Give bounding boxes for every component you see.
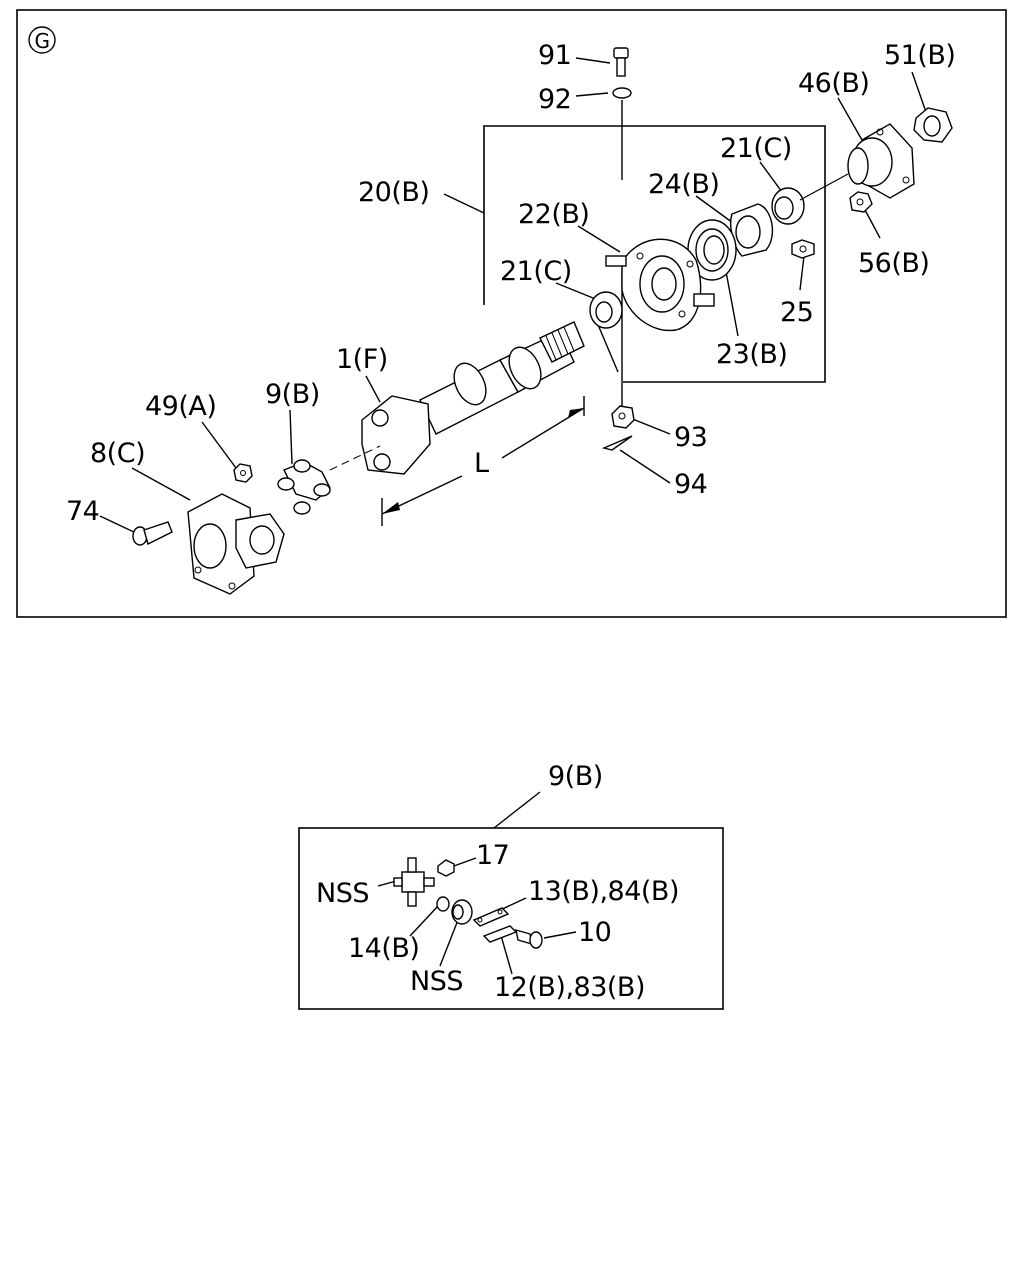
nut-56b [849,191,873,213]
label-94: 94 [674,469,707,500]
detail-bolt-10 [515,929,543,949]
detail-label-13b-84b: 13(B),84(B) [528,876,679,907]
leader-lines [99,57,927,534]
label-22b: 22(B) [518,199,589,230]
seal-21c-mid [589,291,623,329]
label-46b: 46(B) [798,68,869,99]
label-24b: 24(B) [648,169,719,200]
bearing-housing-22b [605,238,715,332]
label-8c: 8(C) [90,438,145,469]
label-21c-mid: 21(C) [500,256,572,287]
flange-yoke-8c [187,493,285,595]
companion-flange-46b [847,123,915,199]
label-91: 91 [538,40,571,71]
detail-spider-cross [393,857,435,907]
detail-label-14b: 14(B) [348,933,419,964]
dimension-L [381,396,585,526]
detail-label-17: 17 [476,840,509,871]
label-51b: 51(B) [884,40,955,71]
detail-grease-fitting-17 [437,859,455,877]
propeller-shaft-1f [361,321,585,475]
label-20b: 20(B) [358,177,429,208]
label-21c-top: 21(C) [720,133,792,164]
detail-bearing-cap [451,899,473,925]
seal-21c-top [771,187,805,225]
label-23b: 23(B) [716,339,787,370]
detail-seal-14b [436,896,450,912]
detail-frame [298,827,724,1010]
label-74: 74 [66,496,99,527]
axis-dashed [329,445,381,471]
nut-49a [233,463,253,483]
detail-lock-plate-13b [472,907,510,927]
detail-title: 9(B) [548,761,603,792]
svg-text:G: G [35,29,50,53]
bolt-74 [132,521,173,546]
main-diagram-frame [16,9,1007,618]
universal-joint-9b [277,459,331,515]
detail-title-leader [493,791,541,829]
nut-51b [913,107,953,143]
label-56b: 56(B) [858,248,929,279]
bearing-23b [687,219,737,281]
label-9b: 9(B) [265,379,320,410]
detail-label-nss-cross: NSS [316,878,369,909]
label-length-L: L [474,448,489,479]
center-bearing-group-frame [483,125,826,383]
detail-label-nss-cap: NSS [410,966,463,997]
cotter-pin-94 [601,435,633,451]
section-marker: G [28,26,56,54]
washer-92 [612,87,632,99]
label-25: 25 [780,297,813,328]
grease-nipple-25 [791,239,815,259]
label-92: 92 [538,84,571,115]
label-93: 93 [674,422,707,453]
label-49a: 49(A) [145,391,216,422]
nut-93 [611,405,635,429]
detail-label-10: 10 [578,917,611,948]
bolt-91 [613,47,629,77]
axis-line [799,173,849,201]
detail-label-12b-83b: 12(B),83(B) [494,972,645,1003]
detail-lock-plate-12b [482,925,518,943]
label-1f: 1(F) [336,344,388,375]
retainer-24b [730,203,774,257]
